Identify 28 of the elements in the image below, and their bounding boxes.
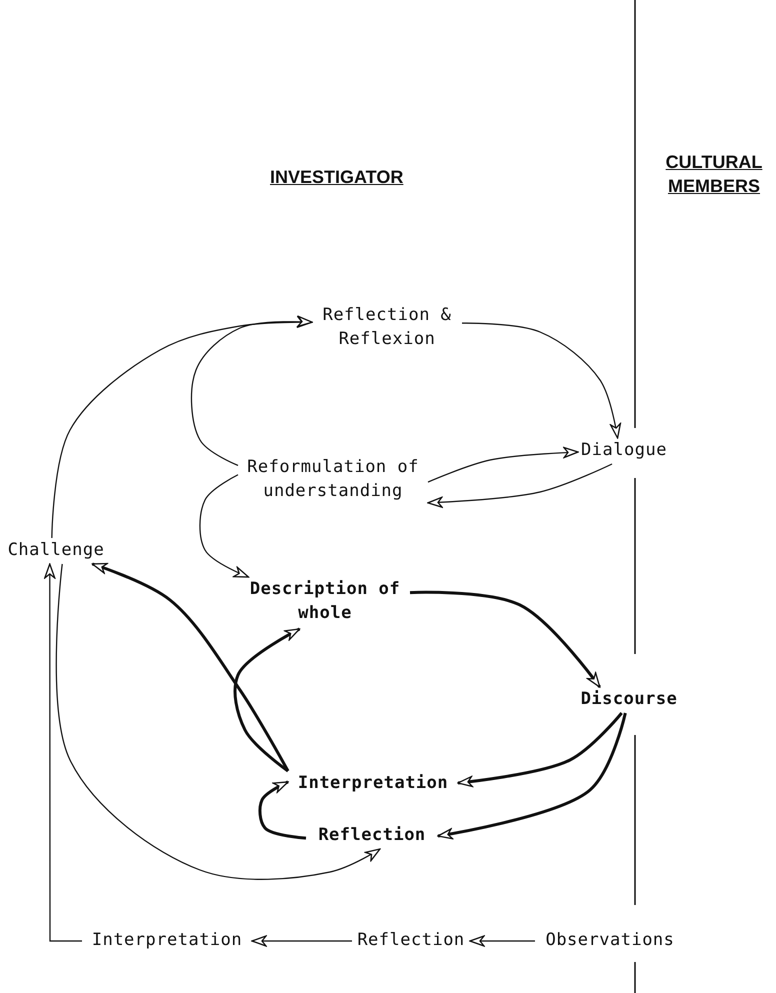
arrow <box>92 562 290 772</box>
arrow <box>51 316 313 538</box>
arrow <box>469 935 535 947</box>
column-heading: CULTURAL MEMBERS <box>664 151 764 198</box>
arrow <box>428 446 579 483</box>
concept-label: Description of whole <box>240 577 410 629</box>
arrow <box>462 322 621 439</box>
concept-label: Reflection <box>352 928 470 954</box>
concept-label: Discourse <box>568 687 690 713</box>
concept-label: Challenge <box>4 538 108 564</box>
arrow <box>56 564 381 880</box>
concept-label: Interpretation <box>288 771 458 797</box>
arrow <box>410 590 601 688</box>
arrow <box>457 712 623 788</box>
concept-label: Reflection <box>306 823 438 849</box>
concept-label: Interpretation <box>82 928 252 954</box>
arrow <box>199 474 250 578</box>
concept-label: Observations <box>535 928 685 954</box>
concept-label: Dialogue <box>578 438 670 464</box>
arrow <box>251 935 352 947</box>
arrow <box>44 563 82 942</box>
arrow <box>427 463 612 508</box>
concept-label: Reflection & Reflexion <box>312 303 462 351</box>
concept-label: Reformulation of understanding <box>238 455 428 507</box>
arrow <box>258 780 306 840</box>
arrow <box>234 628 300 772</box>
arrow <box>437 712 627 840</box>
arrow <box>190 316 313 466</box>
